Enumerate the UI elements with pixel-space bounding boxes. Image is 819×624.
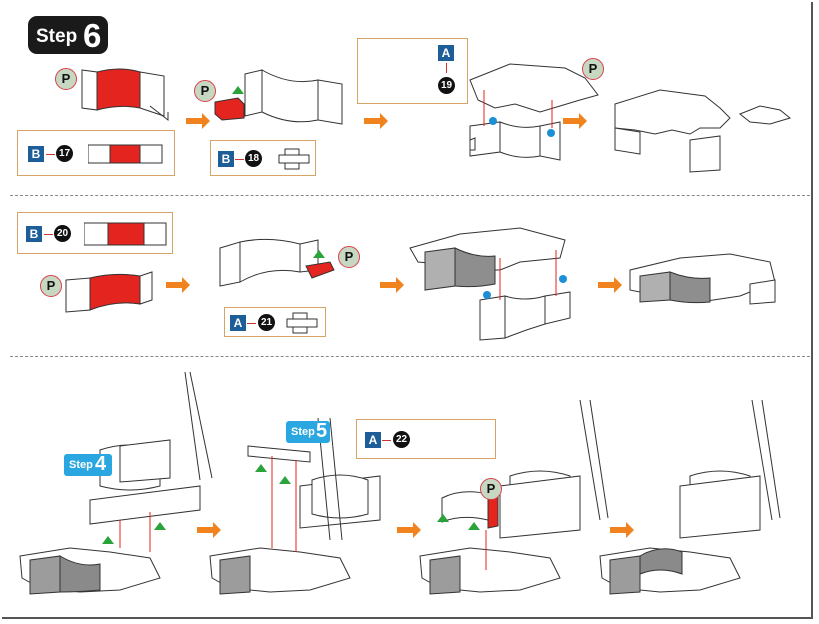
arrow-7 <box>197 522 221 538</box>
callout-connector <box>382 440 391 441</box>
panel-divider-1 <box>10 195 810 196</box>
green-triangles <box>102 86 480 544</box>
arrow-5 <box>380 277 404 293</box>
tower-base-2-drawing <box>209 417 381 595</box>
callout-connector <box>44 234 53 235</box>
piece-number-badge: 17 <box>56 145 73 162</box>
callout-connector <box>446 63 447 73</box>
blue-dots <box>483 117 567 299</box>
arrow-4 <box>166 277 190 293</box>
arrow-1 <box>186 113 210 129</box>
step-badge: Step 6 <box>28 16 108 54</box>
piece-20-fold-drawing <box>65 271 153 313</box>
piece-number-badge: 21 <box>258 314 275 331</box>
sheet-border <box>2 2 813 619</box>
piece-number-badge: 19 <box>438 77 455 94</box>
callout-letter: A <box>438 45 454 61</box>
callout-a21: A 21 <box>224 307 326 337</box>
callout-letter: B <box>26 226 42 242</box>
callout-b17: B 17 <box>17 130 175 176</box>
callout-letter: B <box>28 146 44 162</box>
step-ref-word: Step <box>291 426 315 438</box>
piece-18-icon <box>278 148 310 170</box>
platform-21-result-drawing <box>629 253 776 305</box>
arrow-9 <box>610 522 634 538</box>
piece-17-fold-drawing <box>81 68 169 122</box>
callout-letter: A <box>230 315 246 331</box>
panel-divider-2 <box>10 356 810 357</box>
step-word: Step <box>36 26 78 47</box>
p-label: P <box>40 275 62 297</box>
callout-a22: A 22 <box>356 419 496 459</box>
piece-21-tab-drawing <box>219 238 335 287</box>
callout-letter: A <box>365 432 381 448</box>
step-number: 6 <box>83 17 102 54</box>
arrow-3 <box>563 113 587 129</box>
step-ref-number: 5 <box>316 420 328 442</box>
p-label: P <box>194 80 216 102</box>
red-guide-lines <box>119 90 557 570</box>
piece-20-icon <box>84 222 167 246</box>
p-label: P <box>480 478 502 500</box>
p-label: P <box>55 68 77 90</box>
piece-18-tab-drawing <box>214 69 343 125</box>
callout-letter: B <box>218 151 234 167</box>
arrow-2 <box>364 113 388 129</box>
tower-base-1-drawing <box>19 371 213 595</box>
step-5-reference: Step 5 <box>286 420 330 443</box>
step-4-reference: Step 4 <box>64 453 112 476</box>
callout-connector <box>247 323 256 324</box>
platform-21-drawing <box>409 227 571 341</box>
piece-21-icon <box>286 312 318 334</box>
piece-17-icon <box>88 144 163 164</box>
orange-arrows <box>166 113 634 538</box>
arrow-8 <box>397 522 421 538</box>
piece-number-badge: 18 <box>245 150 262 167</box>
arrow-6 <box>598 277 622 293</box>
p-label: P <box>338 246 360 268</box>
step-ref-word: Step <box>69 459 93 471</box>
tower-base-3-drawing <box>419 399 609 595</box>
callout-connector <box>235 159 244 160</box>
p-label: P <box>582 58 604 80</box>
piece-number-badge: 20 <box>54 225 71 242</box>
tower-base-4-drawing <box>599 399 781 595</box>
callout-b20: B 20 <box>17 212 173 254</box>
piece-number-badge: 22 <box>393 431 410 448</box>
callout-b18: B 18 <box>210 140 316 176</box>
platform-19-result-drawing <box>614 89 792 173</box>
step-ref-number: 4 <box>95 453 107 475</box>
platform-19-drawing <box>469 63 599 161</box>
callout-a19: A 19 <box>357 38 468 104</box>
callout-connector <box>46 154 55 155</box>
